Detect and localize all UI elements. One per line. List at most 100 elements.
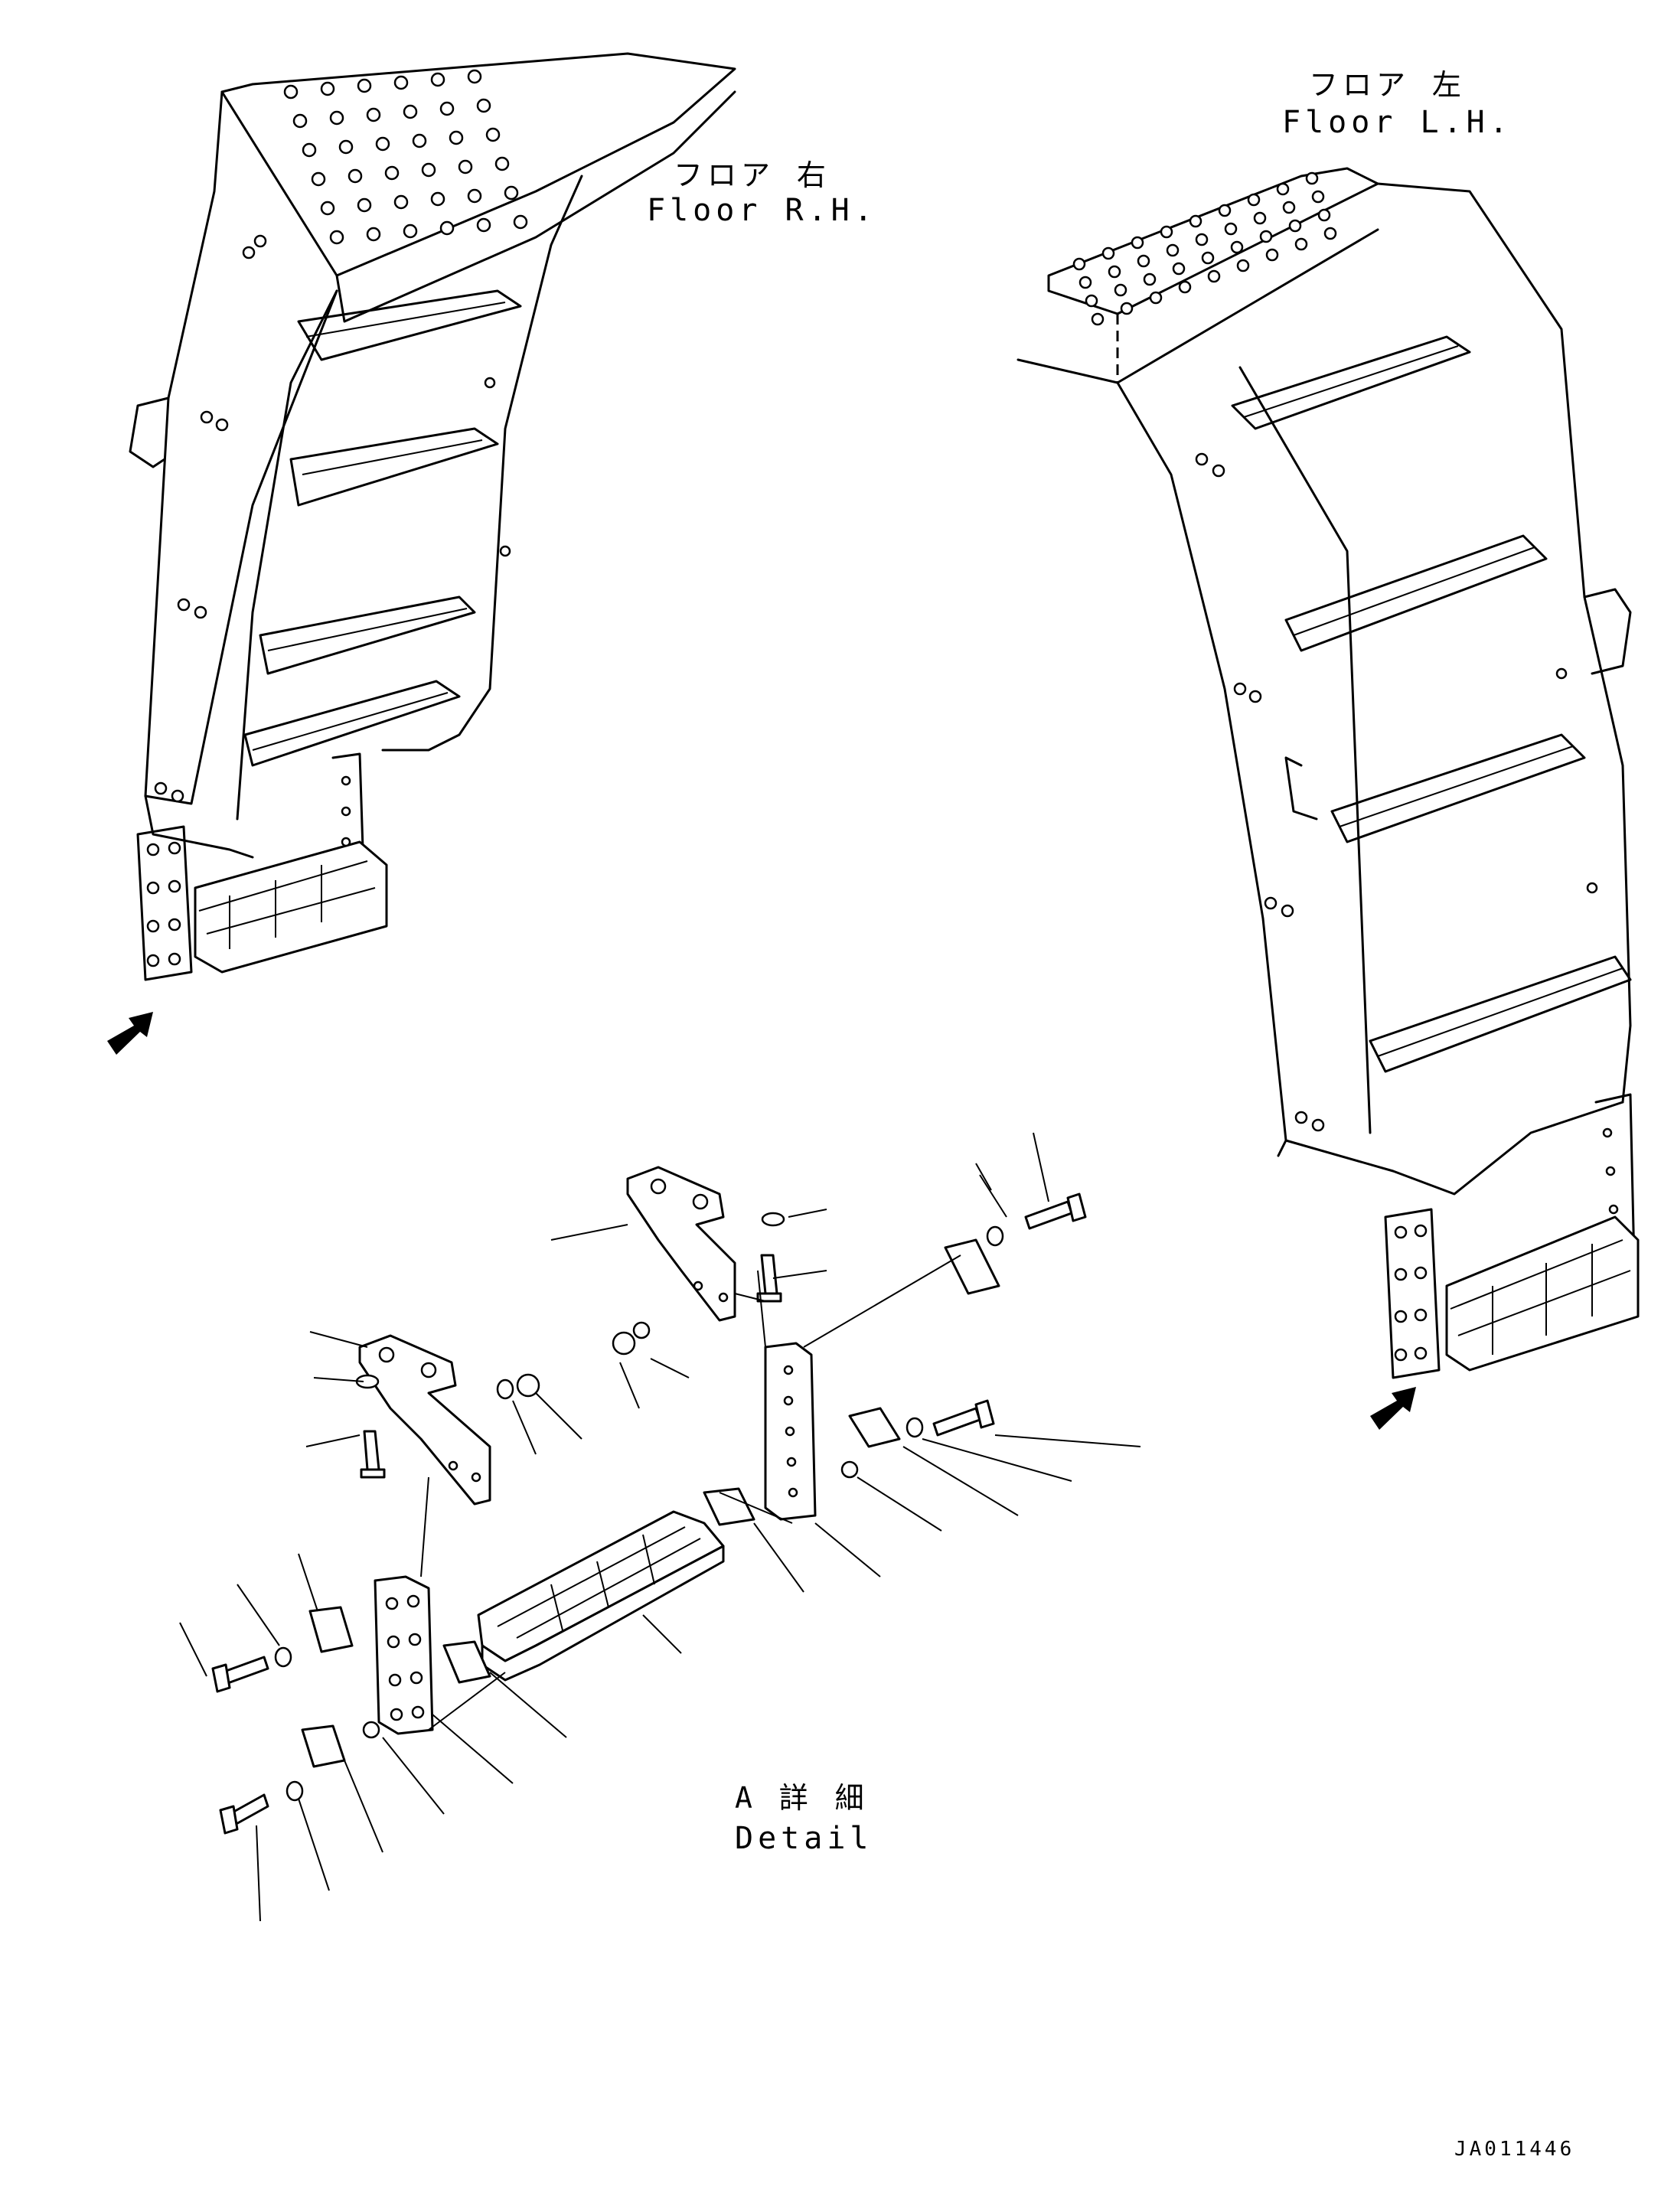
- floor-hole: [1305, 171, 1319, 185]
- floor-hole: [1294, 237, 1308, 251]
- ladder-lh: [1016, 167, 1640, 1430]
- floor-hole: [1114, 283, 1127, 297]
- bottom-step-lh: [1445, 1215, 1640, 1372]
- floor-hole: [485, 127, 501, 142]
- floor-hole: [283, 84, 299, 100]
- floor-holes-lh: [1072, 171, 1337, 326]
- spacer-plate-2: [301, 1724, 346, 1768]
- floor-hole: [311, 171, 326, 187]
- floor-hole: [292, 113, 308, 129]
- plate-left-holes: [385, 1594, 425, 1721]
- floor-hole: [430, 191, 445, 207]
- floor-hole: [513, 214, 528, 230]
- floor-hole: [458, 159, 473, 175]
- floor-holes-rh: [283, 69, 528, 245]
- floor-hole: [1172, 262, 1186, 276]
- spacer-plate-5: [848, 1407, 901, 1448]
- treads-lh: [1231, 335, 1632, 1073]
- upper-bracket: [626, 1166, 736, 1322]
- washers: [274, 1212, 1004, 1802]
- stringer-lh-left: [1116, 381, 1287, 1157]
- floor-hole: [1160, 225, 1173, 239]
- stringer-holes-lh: [1195, 452, 1598, 1132]
- floor-hole: [449, 130, 464, 145]
- floor-hole: [412, 133, 427, 148]
- floor-hole: [467, 69, 482, 84]
- bracket-holes-rh: [146, 775, 351, 967]
- stringer-holes-rh: [154, 234, 511, 803]
- detail-a-exploded: [179, 1132, 1141, 1922]
- plate-left: [374, 1575, 434, 1735]
- view-arrow-icon: [107, 1012, 153, 1055]
- floor-lh-label-jp: フロア 左: [1309, 68, 1466, 102]
- stringer-rh-left: [144, 90, 338, 805]
- floor-hole: [1178, 280, 1192, 294]
- floor-hole: [366, 227, 381, 242]
- detail-step: [477, 1510, 725, 1662]
- bracket-holes-lh: [1394, 1127, 1619, 1362]
- floor-hole: [1288, 219, 1302, 233]
- floor-hole: [1207, 269, 1221, 283]
- floor-hole: [1247, 193, 1261, 207]
- floor-hole: [1166, 243, 1180, 257]
- stringer-lh-bottom: [1284, 1101, 1624, 1196]
- side-tab-rh: [129, 396, 170, 468]
- floor-hole: [1072, 257, 1086, 271]
- stringer-lh-inner: [1238, 366, 1372, 1134]
- floor-hole: [1201, 251, 1215, 265]
- leader-lines: [179, 1132, 1141, 1922]
- floor-hole: [421, 162, 436, 178]
- floor-hole: [320, 81, 335, 96]
- lower-bracket: [358, 1334, 491, 1506]
- side-tab-lh-left: [1284, 756, 1318, 821]
- floor-hole: [1253, 211, 1267, 225]
- floor-hole: [1189, 214, 1202, 228]
- floor-hole: [439, 220, 455, 236]
- floor-rh-label-jp: フロア 右: [674, 158, 830, 192]
- floor-hole: [338, 139, 354, 155]
- spacer-plate-4: [703, 1487, 755, 1526]
- detail-label-jp: A 詳 細: [735, 1781, 869, 1815]
- floor-hole: [1078, 276, 1092, 289]
- floor-lh-label-en: Floor L.H.: [1282, 105, 1512, 140]
- stringer-rh-inner: [236, 289, 338, 821]
- floor-hole: [1195, 233, 1209, 246]
- floor-hole: [329, 110, 344, 126]
- assembly-guides: [420, 1254, 961, 1731]
- floor-hole: [1085, 294, 1098, 308]
- floor-hole: [467, 188, 482, 204]
- floor-hole: [1218, 204, 1232, 217]
- floor-hole: [1120, 302, 1134, 315]
- floor-hole: [302, 142, 317, 158]
- floor-hole: [1265, 248, 1279, 262]
- floor-hole: [357, 197, 372, 213]
- floor-hole: [1282, 201, 1296, 214]
- floor-hole: [1108, 265, 1121, 279]
- side-tab-lh-right: [1583, 588, 1632, 675]
- floor-hole: [403, 223, 418, 239]
- bracket-plate-rh-left: [136, 825, 193, 981]
- floor-hole: [403, 104, 418, 119]
- floor-hole: [384, 165, 400, 181]
- floor-hole: [439, 101, 455, 116]
- floor-hole: [348, 168, 363, 184]
- floor-plate-rh-edge: [335, 90, 736, 323]
- floor-hole: [393, 194, 409, 210]
- floor-hole: [430, 72, 445, 87]
- floor-hole: [1311, 190, 1325, 204]
- floor-hole: [1323, 227, 1337, 240]
- ladder-rh: [107, 52, 736, 1055]
- floor-hole: [375, 136, 390, 152]
- floor-hole: [476, 217, 491, 233]
- floor-hole: [1131, 236, 1144, 250]
- stringer-rh-bottom: [144, 794, 254, 859]
- floor-hole: [366, 107, 381, 122]
- floor-hole: [1236, 259, 1250, 272]
- spacer-plate-6: [944, 1238, 1000, 1295]
- floor-hole: [504, 185, 519, 201]
- detail-label-en: Detail: [735, 1821, 873, 1856]
- floor-hole: [393, 75, 409, 90]
- floor-hole: [1137, 254, 1150, 268]
- floor-hole: [1091, 312, 1105, 326]
